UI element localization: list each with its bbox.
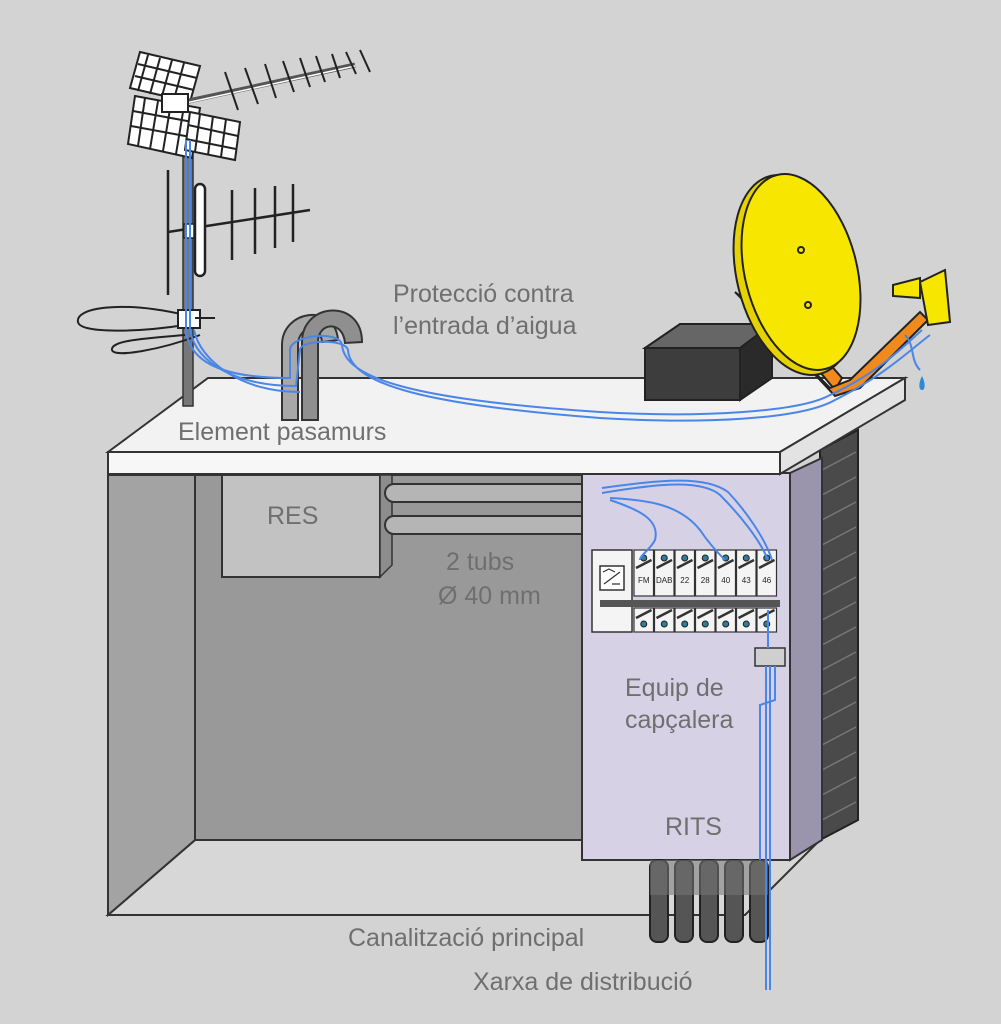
module-link (758, 558, 776, 570)
module-link (696, 608, 714, 620)
label-headend-2: capçalera (625, 706, 734, 734)
module-link (737, 608, 755, 620)
brick-wall (819, 428, 859, 842)
module-link (696, 558, 714, 570)
module-connector (701, 620, 709, 628)
headend-module-label: 43 (742, 576, 751, 585)
label-main-conduit: Canalització principal (348, 924, 585, 952)
headend-module-label: 22 (680, 576, 689, 585)
module-link (635, 558, 653, 570)
headend-module-lower (735, 607, 757, 633)
module-connector (681, 620, 689, 628)
module-connector (701, 554, 709, 562)
label-rits: RITS (665, 813, 722, 841)
module-connector (742, 554, 750, 562)
module-link (676, 608, 694, 620)
headend-module-lower (715, 607, 737, 633)
res-box (221, 474, 381, 578)
headend-module-lower (694, 607, 716, 633)
module-connector (742, 620, 750, 628)
label-headend-1: Equip de (625, 674, 724, 702)
label-res: RES (267, 502, 319, 530)
headend-equipment: FM DAB 22 28 40 43 46 (591, 549, 786, 667)
label-tubes-2: Ø 40 mm (438, 582, 541, 610)
headend-module-lower (756, 607, 778, 633)
rits-cabinet-side (789, 456, 823, 862)
label-water-protection-2: l’entrada d’aigua (393, 312, 577, 340)
label-water-protection-1: Protecció contra (393, 280, 574, 308)
label-distribution-network: Xarxa de distribució (473, 968, 693, 996)
headend-module-lower (633, 607, 655, 633)
module-link (655, 608, 673, 620)
antenna-mast (182, 129, 194, 407)
water-protection-box (641, 322, 775, 402)
module-link (717, 608, 735, 620)
module-link (635, 608, 653, 620)
headend-module-label: 28 (701, 576, 710, 585)
module-connector (681, 554, 689, 562)
headend-module-label: DAB (656, 576, 672, 585)
headend-module-lower (653, 607, 675, 633)
water-drop (919, 376, 925, 390)
module-connector (660, 620, 668, 628)
roof-slab-front (107, 451, 781, 475)
headend-module-label: 40 (721, 576, 730, 585)
module-link (676, 558, 694, 570)
uhf-antenna (126, 49, 371, 162)
coaxial-cables (185, 140, 931, 990)
yagi-antenna (166, 170, 311, 295)
label-wall-passage: Element pasamurs (178, 418, 387, 446)
label-tubes-1: 2 tubs (446, 548, 515, 576)
headend-module-label: FM (638, 576, 650, 585)
module-link (655, 558, 673, 570)
module-link (717, 558, 735, 570)
satellite-dish (732, 173, 952, 398)
headend-module-label: 46 (762, 576, 771, 585)
module-connector (722, 620, 730, 628)
main-conduit-pipes (649, 859, 769, 943)
headend-module-lower (674, 607, 696, 633)
roof-slab-side (779, 376, 906, 476)
module-connector (660, 554, 668, 562)
module-link (758, 608, 776, 620)
room-left-wall (107, 474, 196, 918)
module-link (737, 558, 755, 570)
module-connector (640, 620, 648, 628)
